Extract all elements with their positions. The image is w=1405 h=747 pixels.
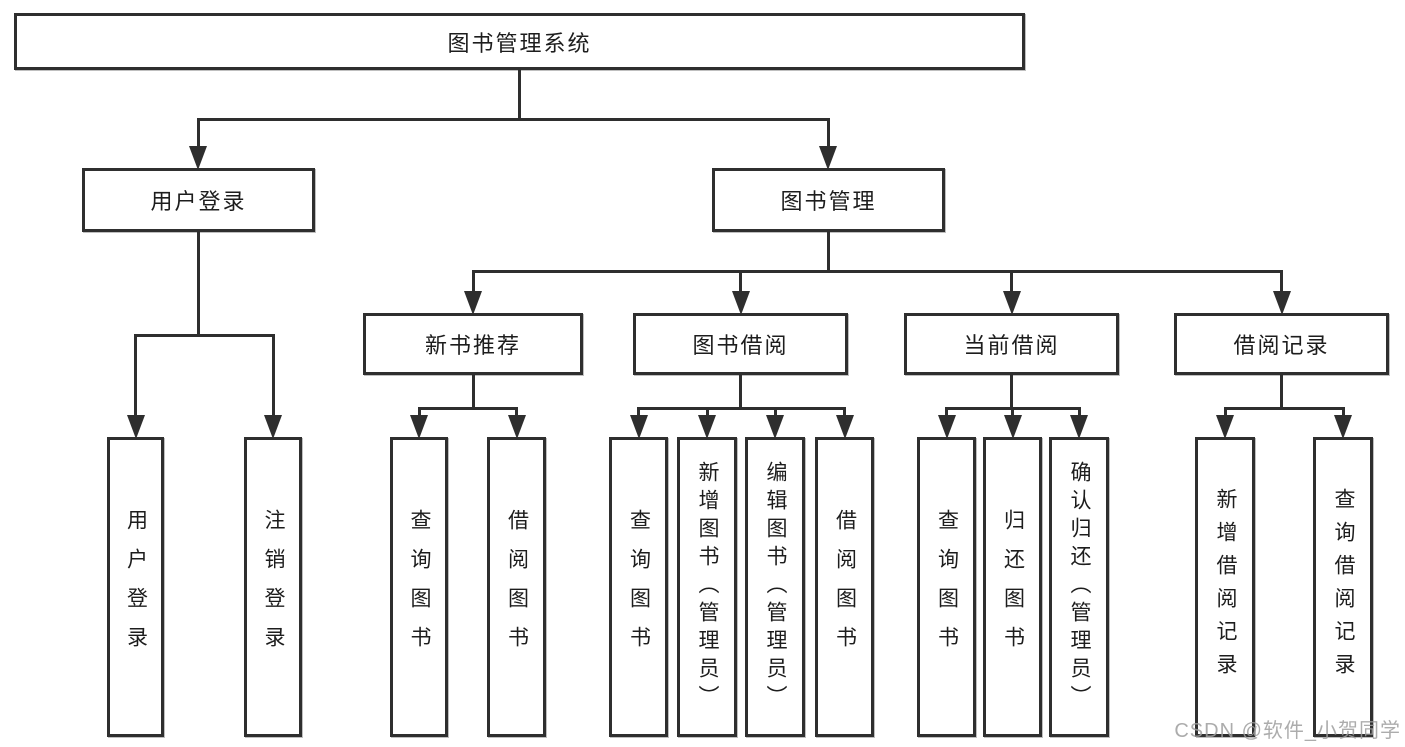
connector-line: [515, 407, 518, 418]
connector-line: [1077, 407, 1081, 418]
arrow-down-icon: [189, 146, 207, 170]
connector-line: [196, 119, 200, 149]
leaf-return-books: 归还图书: [983, 437, 1042, 737]
connector-line: [739, 374, 742, 409]
arrow-down-icon: [819, 146, 837, 170]
connector-line: [705, 407, 709, 418]
leaf-borrow-books-recommend: 借阅图书: [487, 437, 546, 737]
leaf-confirm-return-admin: 确认归还（管理员）: [1049, 437, 1109, 737]
arrow-down-icon: [1216, 415, 1234, 439]
arrow-down-icon: [731, 291, 750, 315]
leaf-user-login: 用户登录: [107, 437, 164, 737]
arrow-down-icon: [629, 415, 648, 439]
arrow-down-icon: [835, 415, 854, 439]
arrow-down-icon: [937, 415, 956, 439]
connector-line: [196, 117, 830, 121]
connector-line: [134, 334, 137, 418]
connector-line: [773, 407, 777, 418]
node-book-management: 图书管理: [712, 168, 945, 232]
connector-line: [826, 231, 830, 272]
arrow-down-icon: [766, 415, 784, 439]
connector-line: [471, 270, 475, 294]
leaf-add-borrowing-record: 新增借阅记录: [1195, 437, 1255, 737]
node-book-borrowing: 图书借阅: [633, 313, 848, 375]
arrow-down-icon: [507, 415, 526, 439]
arrow-down-icon: [1070, 415, 1088, 439]
connector-line: [471, 269, 1283, 273]
leaf-query-books-borrowing: 查询图书: [609, 437, 668, 737]
arrow-down-icon: [126, 415, 145, 439]
connector-line: [945, 407, 948, 418]
connector-line: [945, 406, 1081, 410]
node-current-borrowing: 当前借阅: [904, 313, 1119, 375]
connector-line: [417, 407, 421, 418]
leaf-query-borrowing-record: 查询借阅记录: [1313, 437, 1373, 737]
arrow-down-icon: [698, 415, 716, 439]
connector-line: [1280, 270, 1283, 294]
connector-line: [1341, 407, 1345, 418]
arrow-down-icon: [264, 415, 282, 439]
connector-line: [637, 406, 846, 410]
arrow-down-icon: [464, 291, 482, 315]
leaf-add-books-admin: 新增图书（管理员）: [677, 437, 737, 737]
leaf-edit-books-admin: 编辑图书（管理员）: [745, 437, 805, 737]
arrow-down-icon: [1002, 291, 1021, 315]
leaf-logout: 注销登录: [244, 437, 302, 737]
leaf-query-books-recommend: 查询图书: [390, 437, 448, 737]
arrow-down-icon: [1003, 415, 1022, 439]
connector-line: [134, 333, 275, 337]
arrow-down-icon: [410, 415, 428, 439]
arrow-down-icon: [1334, 415, 1352, 439]
connector-line: [739, 270, 742, 294]
connector-line: [471, 374, 475, 409]
node-book-management-system: 图书管理系统: [14, 13, 1025, 70]
connector-line: [1010, 270, 1013, 294]
connector-line: [1223, 407, 1227, 418]
arrow-down-icon: [1272, 291, 1291, 315]
leaf-query-books-current: 查询图书: [917, 437, 976, 737]
connector-line: [1280, 374, 1283, 409]
connector-line: [1010, 374, 1013, 409]
connector-line: [271, 334, 275, 418]
connector-line: [1011, 407, 1014, 418]
connector-line: [417, 406, 518, 410]
connector-line: [1223, 406, 1345, 410]
node-user-login: 用户登录: [82, 168, 315, 232]
node-new-book-recommendation: 新书推荐: [363, 313, 583, 375]
connector-line: [517, 68, 521, 121]
connector-line: [637, 407, 640, 418]
leaf-borrow-books-borrowing: 借阅图书: [815, 437, 874, 737]
connector-line: [196, 231, 200, 336]
connector-line: [826, 119, 830, 149]
node-borrowing-records: 借阅记录: [1174, 313, 1389, 375]
watermark: CSDN @软件_小贺同学: [1174, 720, 1401, 742]
connector-line: [843, 407, 846, 418]
